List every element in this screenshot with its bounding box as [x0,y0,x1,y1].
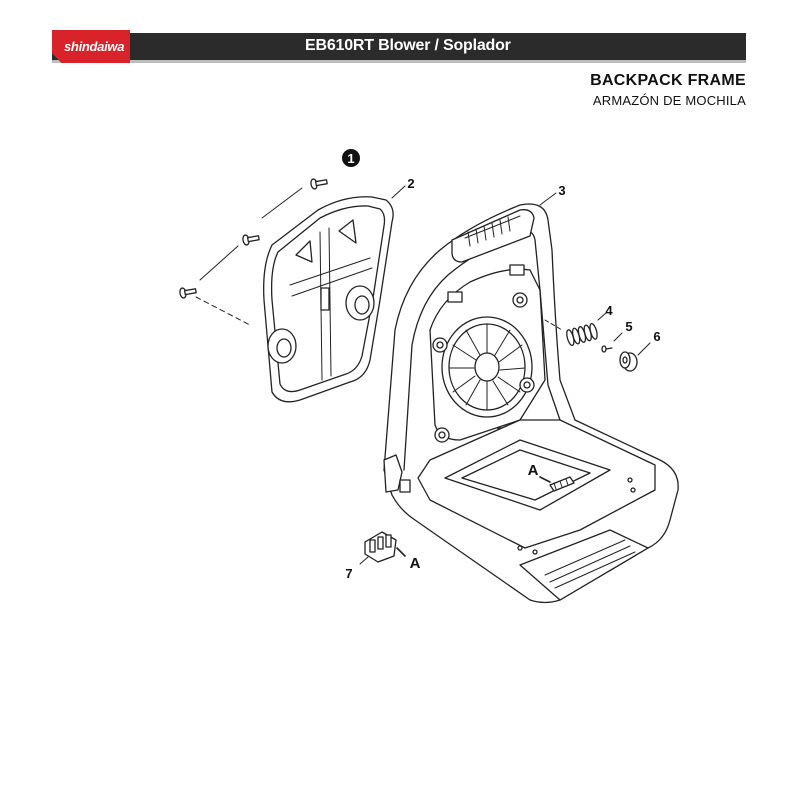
back-pad-part-2 [263,196,394,403]
spring-part-4 [544,312,607,347]
grommet-part-6 [619,342,651,372]
reference-a-clip: A [410,555,421,572]
callout-6: 6 [653,329,660,344]
callout-5: 5 [625,319,632,334]
brand-logo: shindaiwa [52,30,130,63]
header-bar [52,33,746,63]
screw-part-1 [179,178,328,326]
callout-3: 3 [558,183,565,198]
callout-1-circle [342,149,360,167]
callout-2: 2 [407,176,414,191]
section-title: BACKPACK FRAME [590,72,746,89]
reference-a-frame: A [528,462,539,479]
callout-4: 4 [605,303,613,318]
backpack-frame-part-3 [383,203,679,604]
section-subtitle: ARMAZÓN DE MOCHILA [592,93,746,108]
pin-part-5 [601,332,623,353]
callout-1: 1 [347,151,354,166]
document-title: EB610RT Blower / Soplador [305,37,511,54]
callout-7: 7 [345,566,352,581]
clip-part-7 [359,476,551,565]
